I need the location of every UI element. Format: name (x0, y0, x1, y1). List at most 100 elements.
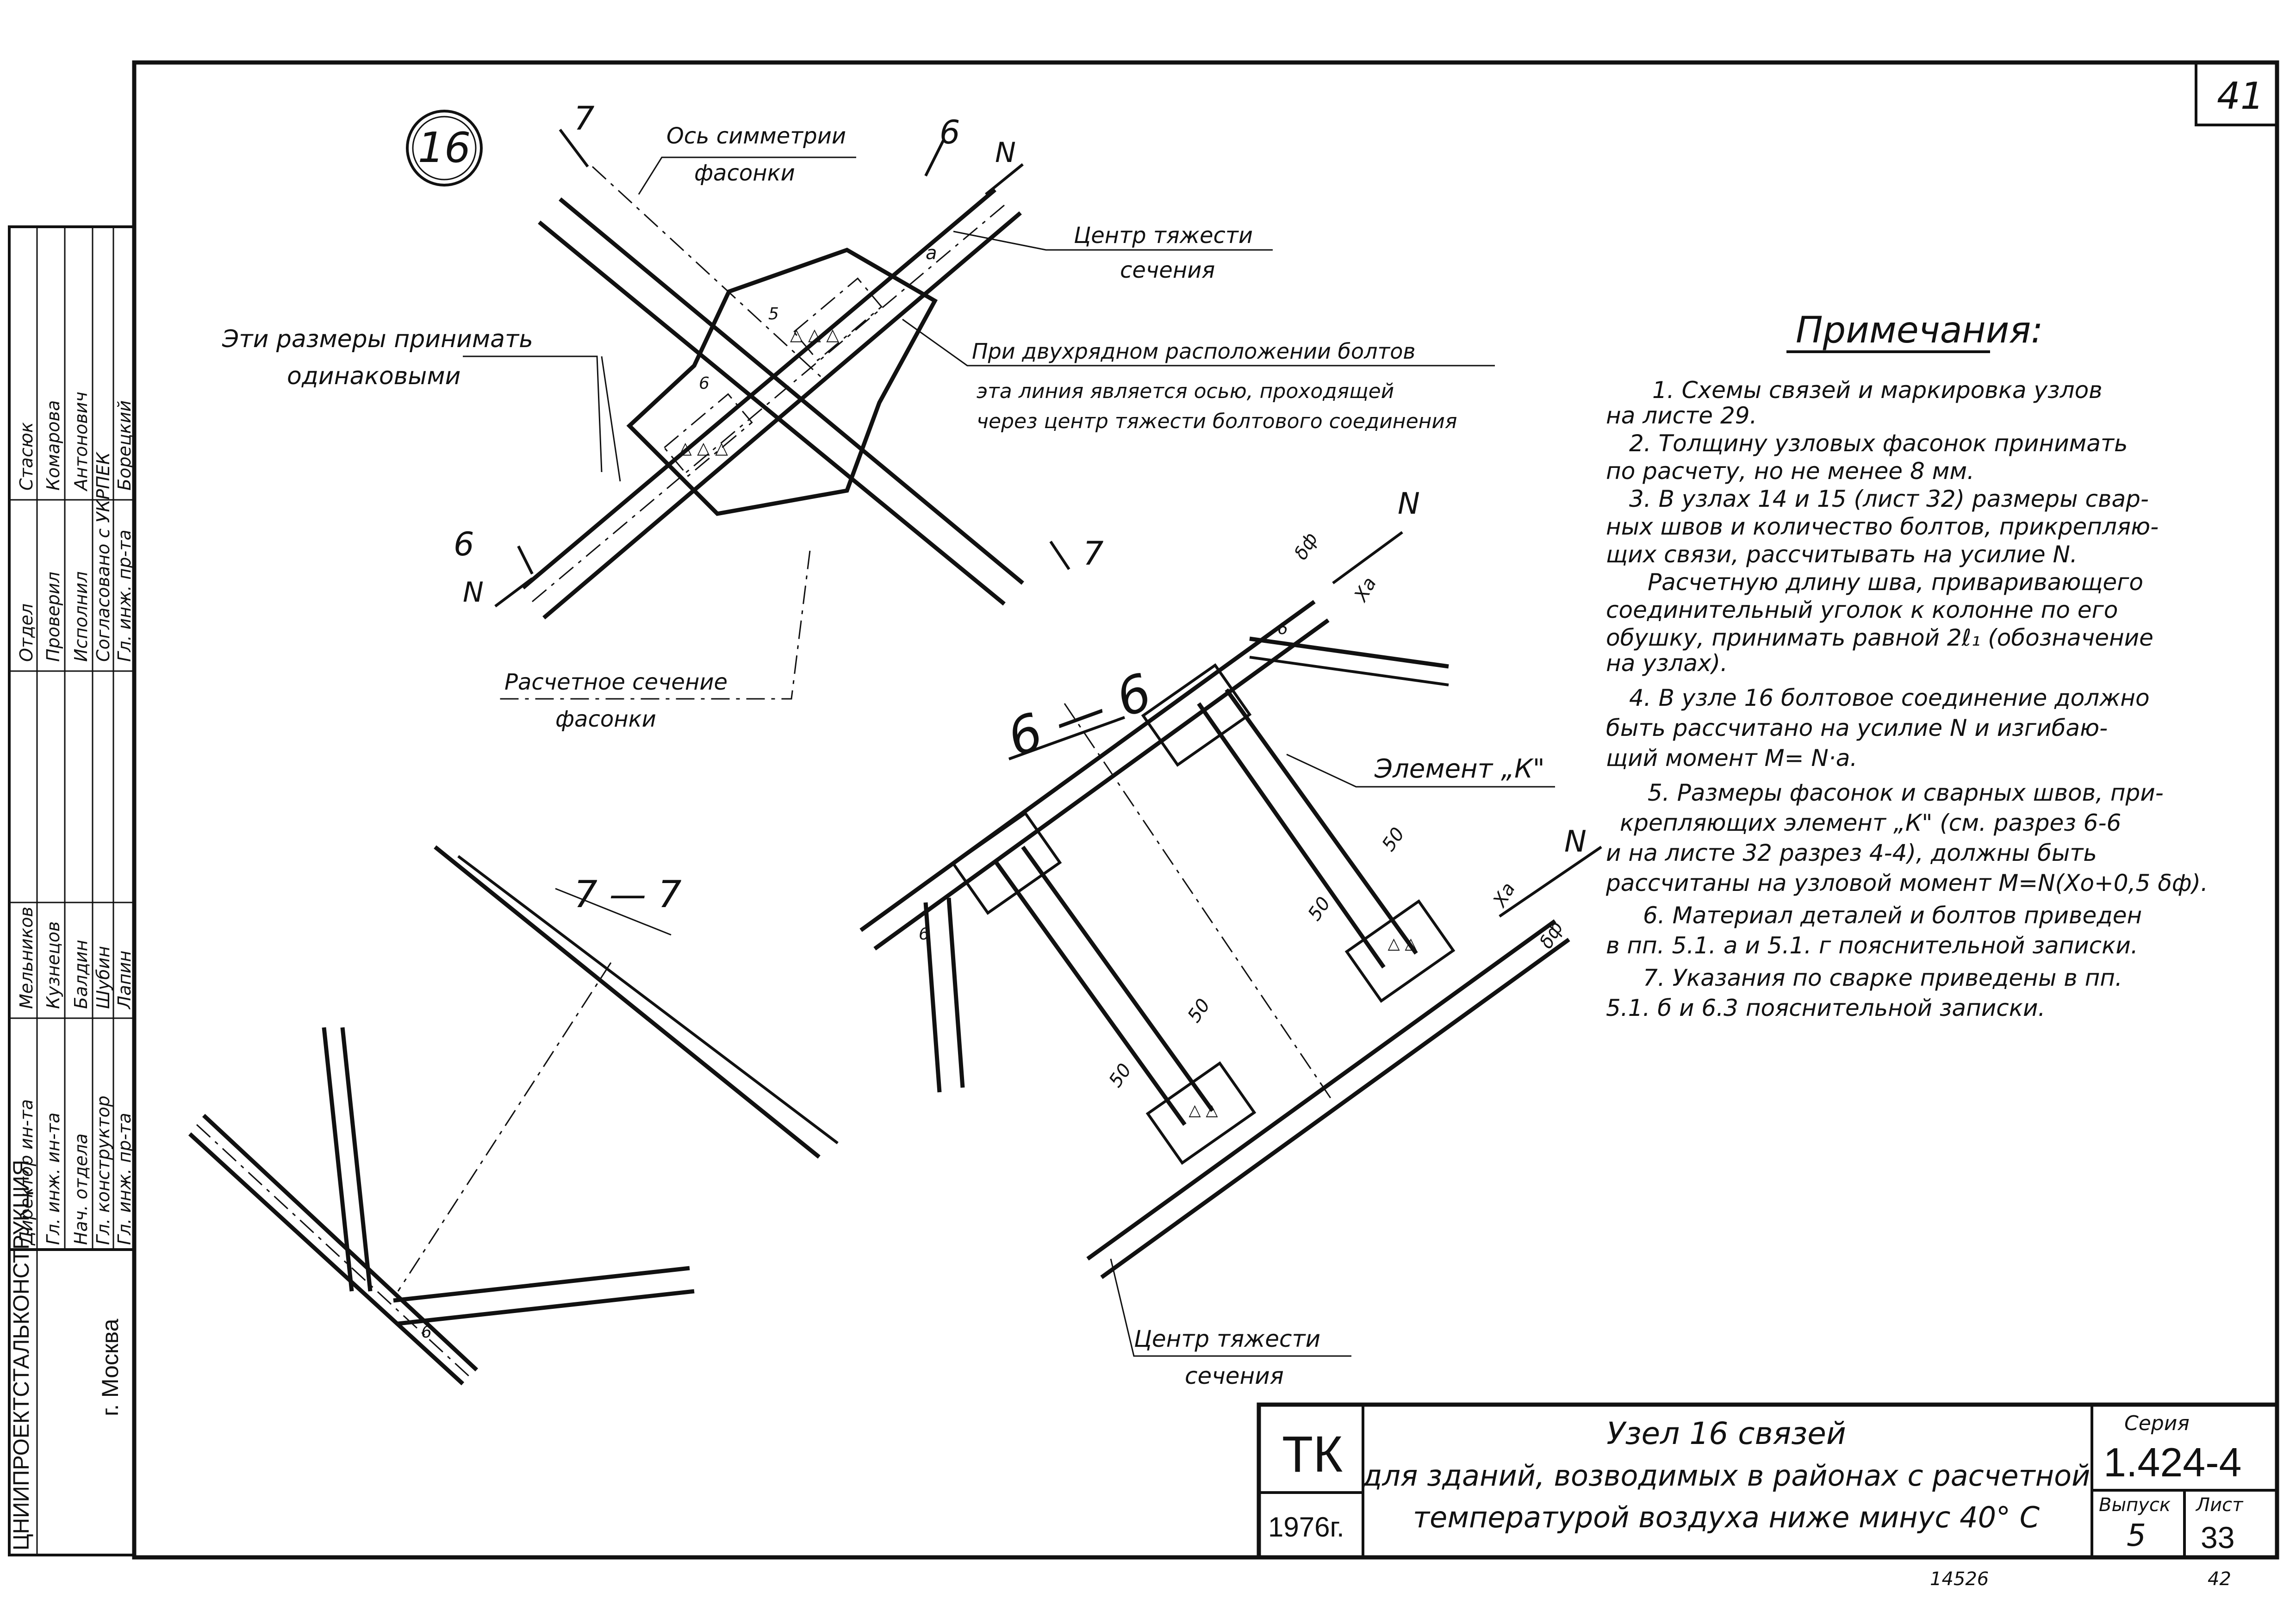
svg-text:16: 16 (418, 124, 471, 172)
dim-label: 6 (919, 925, 929, 944)
note-line: щий момент М= N·а. (1606, 745, 1857, 772)
force-n-label: N (1564, 825, 1587, 859)
note-line: 7. Указания по сварке приведены в пп. (1643, 964, 2122, 991)
section-6-6: 6 — 6 △ △ △ △ 50 50 50 50 6 (859, 487, 1602, 1389)
tk-code: ТК (1282, 1426, 1343, 1483)
stamp-role: Проверил (43, 572, 63, 662)
note-line: рассчитаны на узловой момент М=N(Хо+0,5 … (1605, 870, 2208, 896)
dim-50: 50 (1183, 995, 1214, 1027)
stamp-role: Гл. инж. пр-та (114, 1113, 135, 1245)
note-line: на узлах). (1606, 650, 1728, 677)
note-line: в пп. 5.1. а и 5.1. г пояснительной запи… (1606, 932, 2138, 959)
centroid-label: сечения (1185, 1363, 1284, 1389)
gusset-plate (951, 811, 1062, 915)
issue-value: 5 (2127, 1518, 2146, 1553)
stamp-role: Отдел (16, 604, 37, 662)
note-line: 3. В узлах 14 и 15 (лист 32) размеры сва… (1629, 485, 2149, 512)
stamp-role: Гл. инж. ин-та (43, 1113, 63, 1245)
corner-sheet-box (2195, 61, 2278, 126)
note-line: 4. В узле 16 болтовое соединение должно (1629, 684, 2150, 711)
note-line: крепляющих элемент „К" (см. разрез 6-6 (1620, 809, 2121, 836)
top-detail: △ △ △ △ △ △ 7 6 6 7 N N 5 6 а Ось симмет… (222, 100, 1495, 732)
stamp-name: Мельников (16, 907, 37, 1009)
stamp-name: Борецкий (114, 400, 135, 491)
stamp-role: Нач. отдела (71, 1133, 91, 1245)
year: 1976г. (1268, 1512, 1344, 1543)
dim-label: 5 (768, 305, 779, 324)
note-line: обушку, принимать равной 2ℓ₁ (обозначени… (1606, 624, 2153, 651)
force-n-label: N (1398, 487, 1420, 521)
dim-50: 50 (1378, 824, 1409, 855)
centroid-label: Центр тяжести (1074, 223, 1253, 249)
sheet-value: 33 (2201, 1520, 2234, 1555)
delta-f-label: δф (1290, 529, 1322, 564)
notes-block: Примечания: 1. Схемы связей и маркировка… (1605, 310, 2208, 1021)
corner-sheet-number: 41 (2217, 75, 2264, 118)
stamp-name: Лапин (114, 951, 135, 1010)
stamp-organization: ЦНИИПРОЕКТСТАЛЬКОНСТРУКЦИЯ (9, 1160, 34, 1550)
sheet-title: Узел 16 связей (1606, 1416, 1846, 1451)
svg-text:△ △ △: △ △ △ (679, 439, 728, 458)
note-line: 1. Схемы связей и маркировка узлов (1652, 377, 2103, 404)
note-line: быть рассчитано на усилие N и изгибаю- (1606, 715, 2108, 741)
side-stamp: ЦНИИПРОЕКТСТАЛЬКОНСТРУКЦИЯ г. Москва Дир… (8, 225, 136, 1556)
note-line: Расчетную длину шва, приваривающего (1648, 569, 2143, 596)
stamp-name: Комарова (43, 400, 63, 491)
sheet-title: температурой воздуха ниже минус 40° С (1413, 1500, 2040, 1534)
stamp-name: Кузнецов (43, 921, 63, 1009)
svg-text:△ △ △: △ △ △ (790, 325, 839, 344)
delta-f-label: δф (1535, 918, 1567, 952)
bolt-group (793, 277, 883, 361)
footer-code: 14526 (1930, 1568, 1989, 1590)
gusset-plate (1344, 899, 1456, 1003)
gusset-plate (1145, 1061, 1257, 1165)
stamp-role: Согласовано с УКРПЕК (93, 451, 113, 662)
x0-label: Ха (1350, 573, 1381, 606)
series-label: Серия (2124, 1412, 2190, 1435)
gusset-plate (1141, 663, 1252, 767)
stamp-name: Стасюк (16, 422, 37, 491)
section-7-7-title: 7 — 7 (574, 873, 682, 916)
note-line: 6. Материал деталей и болтов приведен (1643, 902, 2142, 929)
dim-label: а (926, 243, 937, 264)
cut-6-label: 6 (940, 113, 960, 151)
series-value: 1.424-4 (2103, 1439, 2241, 1485)
centroid-label: Центр тяжести (1134, 1325, 1320, 1352)
axis-label: Ось симметрии (666, 123, 846, 149)
note-line: 5. Размеры фасонок и сварных швов, при- (1648, 779, 2164, 806)
stamp-role: Исполнил (71, 571, 91, 662)
bolt-note: эта линия является осью, проходящей (977, 380, 1394, 403)
bolt-note: При двухрядном расположении болтов (972, 339, 1416, 364)
footer-code: 42 (2208, 1568, 2231, 1590)
dim-label: 6 (699, 374, 709, 393)
stamp-role: Директор ин-та (16, 1099, 37, 1246)
centroid-label: сечения (1120, 257, 1215, 283)
cut-7-label: 7 (574, 100, 595, 137)
section-7-7: 7 — 7 6 (188, 845, 839, 1386)
stamp-role: Гл. конструктор (93, 1095, 113, 1245)
stamp-name: Антонович (71, 392, 91, 492)
stamp-role: Гл. инж. пр-та (114, 529, 135, 662)
equal-sizes-label: одинаковыми (287, 362, 460, 390)
dim-label: 6 (421, 1323, 432, 1342)
note-line: 2. Толщину узловых фасонок принимать (1629, 430, 2128, 457)
design-section-label: фасонки (555, 706, 656, 732)
stamp-name: Балдин (71, 940, 91, 1009)
sheet-title: для зданий, возводимых в районах с расче… (1362, 1459, 2091, 1493)
stamp-name: Шубин (93, 946, 113, 1009)
issue-label: Выпуск (2099, 1494, 2171, 1516)
design-section-label: Расчетное сечение (504, 669, 728, 695)
svg-text:△ △: △ △ (1188, 1101, 1218, 1120)
element-k-label: Элемент „К" (1374, 754, 1545, 784)
note-line: и на листе 32 разрез 4-4), должны быть (1606, 840, 2097, 866)
equal-sizes-label: Эти размеры принимать (222, 325, 533, 353)
node-badge: 16 (406, 110, 483, 187)
title-block: ТК 1976г. Узел 16 связей для зданий, воз… (1257, 1402, 2279, 1560)
stamp-city: г. Москва (97, 1319, 123, 1416)
note-line: по расчету, но не менее 8 мм. (1606, 458, 1974, 485)
cut-7-label: 7 (1083, 535, 1104, 572)
note-line: на листе 29. (1606, 402, 1757, 429)
dim-50: 50 (1304, 893, 1335, 925)
cut-6-label: 6 (454, 525, 474, 563)
